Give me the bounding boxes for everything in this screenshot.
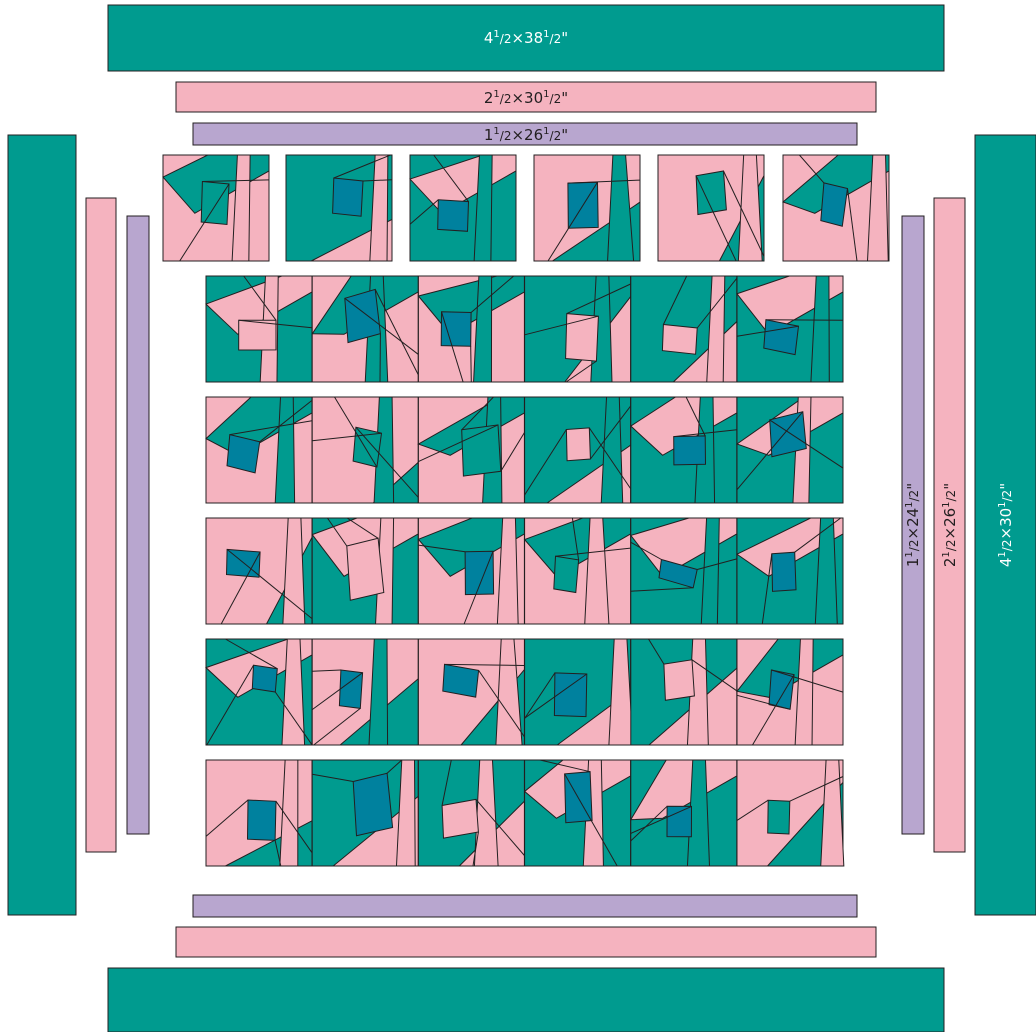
inner-right-whole: 1: [904, 558, 922, 568]
middle-left-border: [86, 198, 116, 852]
block-center-r4-0: [252, 665, 277, 692]
block-center-r5-1: [353, 773, 392, 835]
block-center-r3-1: [347, 538, 384, 600]
inner-top-den2: 2: [554, 129, 562, 143]
inner-top-whole: 1: [484, 126, 494, 144]
block-center-r0-5: [821, 183, 848, 226]
inner-top-den: 2: [504, 129, 512, 143]
outer-left-border: [8, 135, 76, 915]
outer-bottom-border: [108, 968, 944, 1032]
inner-right-tail: ×24: [904, 508, 922, 540]
middle-top-den2: 2: [554, 92, 562, 106]
outer-top-den2: 2: [554, 32, 562, 46]
outer-right-tail: ×30: [997, 508, 1015, 540]
block-center-r1-4: [662, 325, 697, 355]
block-center-r5-0: [248, 800, 277, 840]
block-center-r1-0: [239, 320, 276, 350]
inner-right-inch: ": [904, 483, 922, 490]
middle-bottom-border: [176, 927, 876, 957]
outer-top-inch: ": [561, 29, 568, 47]
middle-top-tail: ×30: [511, 89, 543, 107]
block-center-r3-5: [772, 552, 796, 591]
middle-right-den2: 2: [944, 490, 958, 498]
inner-top-tail: ×26: [511, 126, 543, 144]
outer-top-tail: ×38: [511, 29, 543, 47]
block-center-r5-4: [667, 806, 692, 836]
middle-right-inch: ": [941, 483, 959, 490]
block-center-r5-2: [442, 799, 478, 838]
block-center-r1-5: [764, 320, 799, 355]
outer-right-den2: 2: [1000, 490, 1014, 498]
block-center-r2-0: [227, 435, 260, 473]
block-center-r4-2: [443, 664, 479, 697]
block-center-r4-4: [664, 660, 695, 701]
block-center-r0-0: [201, 182, 229, 225]
middle-right-whole: 2: [941, 558, 959, 568]
block-center-r2-3: [566, 428, 590, 461]
block-center-r1-2: [441, 312, 471, 347]
outer-right-whole: 4: [997, 558, 1015, 568]
block-center-r3-3: [554, 556, 579, 592]
outer-top-den: 2: [504, 32, 512, 46]
block-center-r0-1: [333, 178, 363, 216]
block-center-r5-5: [768, 800, 790, 834]
inner-top-inch: ": [561, 126, 568, 144]
middle-top-den: 2: [504, 92, 512, 106]
inner-right-den2: 2: [907, 490, 921, 498]
outer-right-inch: ": [997, 483, 1015, 490]
block-center-r2-5: [770, 412, 807, 457]
inner-right-den: 2: [907, 540, 921, 548]
middle-right-tail: ×26: [941, 508, 959, 540]
middle-right-den: 2: [944, 540, 958, 548]
block-center-r0-2: [438, 200, 469, 232]
block-center-r4-3: [554, 673, 586, 717]
block-center-r1-1: [345, 289, 381, 342]
inner-bottom-border: [193, 895, 857, 917]
block-seam-r1-5-0: [766, 320, 843, 321]
block-center-r3-2: [465, 551, 494, 594]
block-seam-r1-2-2: [471, 346, 472, 382]
quilt-blocks: [163, 155, 889, 866]
outer-right-den: 2: [1000, 540, 1014, 548]
outer-top-whole: 4: [484, 29, 494, 47]
middle-top-inch: ": [561, 89, 568, 107]
block-center-r2-4: [674, 436, 706, 465]
middle-top-whole: 2: [484, 89, 494, 107]
inner-left-border: [127, 216, 149, 834]
